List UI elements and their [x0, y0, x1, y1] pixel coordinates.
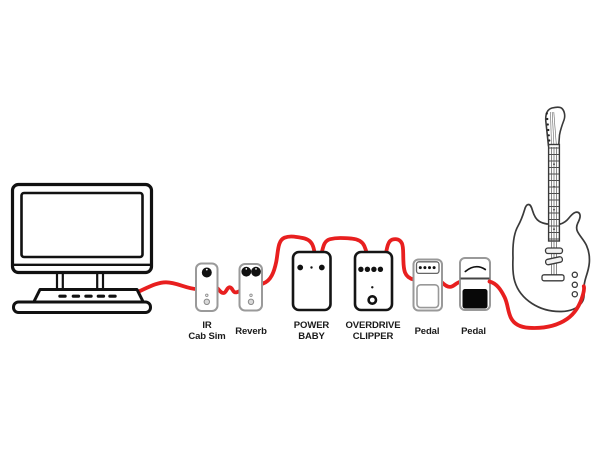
- stomp1-treadle: [416, 283, 440, 309]
- ir-led: [205, 293, 209, 297]
- label-overdrive-line1: OVERDRIVE: [345, 319, 401, 331]
- pedal-reverb: [238, 263, 263, 312]
- reverb-footswitch: [247, 298, 255, 305]
- reverb-knob-right-marker: [255, 268, 257, 270]
- guitar-bridge-pickup: [544, 256, 564, 266]
- ir-pedal-body: [195, 262, 219, 312]
- label-pedal-1: Pedal: [385, 326, 469, 338]
- ir-footswitch: [203, 298, 211, 305]
- computer: [10, 182, 154, 314]
- guitar-headstock-strings: [550, 111, 557, 148]
- label-ir-line2: Cab Sim: [188, 331, 226, 342]
- guitar-control-knobs: [571, 271, 579, 298]
- stomp1-knob-4: [432, 266, 436, 270]
- overdrive-knob-1: [358, 266, 364, 272]
- power-baby-knob-right: [318, 264, 325, 271]
- ir-knob-marker: [205, 268, 208, 271]
- label-power-line1: POWER: [293, 319, 330, 331]
- pedal-stomp-2: [459, 257, 491, 311]
- label-reverb-line1: Reverb: [235, 325, 267, 337]
- signal-cable-to-guitar: [487, 279, 587, 330]
- stomp1-control-panel: [415, 261, 440, 275]
- stomp2-meter-arc: [464, 265, 487, 273]
- computer-base-vents: [58, 294, 117, 298]
- guitar: [511, 106, 591, 313]
- guitar-neck-pickup: [544, 247, 564, 255]
- guitar-bridge: [541, 274, 565, 282]
- pedal-ir-cab-sim: [195, 262, 219, 312]
- overdrive-knob-4: [377, 266, 384, 272]
- label-reverb: Reverb: [209, 326, 293, 338]
- computer-base-bar: [12, 300, 152, 314]
- guitar-strings: [551, 147, 557, 276]
- overdrive-led: [371, 286, 374, 289]
- stomp1-knob-3: [428, 266, 431, 270]
- overdrive-knob-2: [364, 266, 371, 272]
- label-ir-line1: IR: [202, 319, 212, 331]
- overdrive-footswitch: [367, 294, 378, 305]
- label-pedal1-line1: Pedal: [414, 325, 440, 337]
- overdrive-knob-3: [371, 266, 377, 272]
- reverb-knob-left: [241, 266, 252, 277]
- ir-knob: [201, 267, 212, 278]
- stomp1-knob-1: [418, 266, 422, 270]
- overdrive-clipper-body: [353, 250, 394, 312]
- power-baby-led: [310, 266, 313, 269]
- label-pedal2-line1: Pedal: [461, 325, 486, 337]
- label-pedal-2: Pedal: [432, 326, 516, 338]
- monitor-screen: [20, 191, 144, 259]
- stomp1-knob-2: [423, 266, 427, 270]
- label-overdrive-clipper: OVERDRIVE CLIPPER: [331, 320, 415, 343]
- reverb-knob-right: [251, 266, 261, 277]
- label-power-line2: BABY: [298, 331, 325, 342]
- power-baby-body: [291, 250, 332, 312]
- label-power-baby: POWER BABY: [270, 320, 354, 343]
- pedal-overdrive-clipper: [353, 250, 394, 312]
- label-ir-cab-sim: IR Cab Sim: [165, 320, 249, 343]
- label-overdrive-line2: CLIPPER: [352, 331, 394, 342]
- guitar-tuning-pegs: [545, 112, 551, 142]
- reverb-led: [249, 293, 253, 297]
- reverb-knob-left-marker: [245, 268, 248, 270]
- pedal-stomp-1: [412, 258, 443, 312]
- power-baby-knob-left: [297, 264, 304, 271]
- pedal-power-baby: [291, 250, 332, 312]
- stomp2-treadle: [462, 289, 488, 309]
